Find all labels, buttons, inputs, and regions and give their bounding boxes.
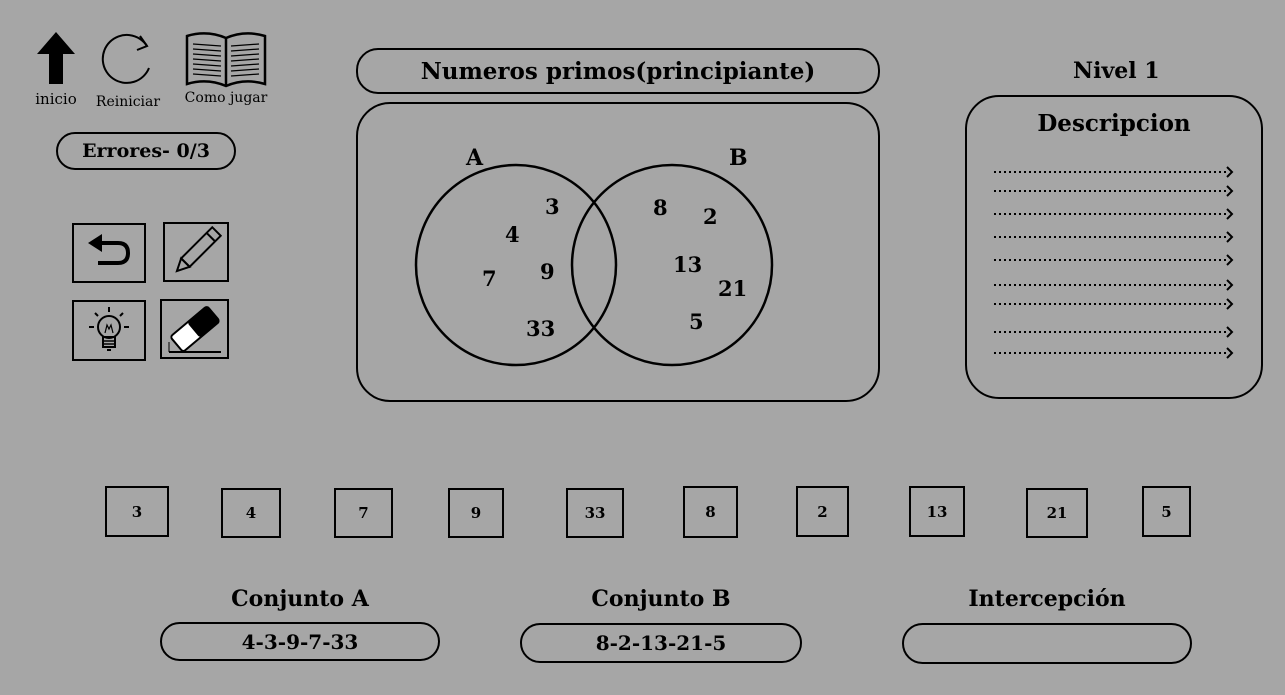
intersection-label: Intercepción xyxy=(968,586,1126,612)
undo-icon xyxy=(88,234,131,265)
number-tile[interactable]: 21 xyxy=(1026,488,1088,538)
venn-circle-b xyxy=(570,163,774,367)
venn-b-5: 5 xyxy=(689,309,704,334)
venn-a-9: 9 xyxy=(540,259,555,284)
howto-label: Como jugar xyxy=(184,90,268,106)
open-book-icon xyxy=(185,32,267,88)
errors-label: Errores- 0/3 xyxy=(82,140,210,162)
up-arrow-icon xyxy=(37,32,75,84)
venn-b-2: 2 xyxy=(703,204,718,229)
lightbulb-icon xyxy=(89,306,129,351)
venn-b-8: 8 xyxy=(653,195,668,220)
venn-a-4: 4 xyxy=(505,222,520,247)
number-tile[interactable]: 5 xyxy=(1142,486,1191,537)
intersection-field[interactable] xyxy=(902,623,1192,664)
set-a-field[interactable]: 4-3-9-7-33 xyxy=(160,622,440,661)
set-b-field[interactable]: 8-2-13-21-5 xyxy=(520,623,802,663)
set-b-value: 8-2-13-21-5 xyxy=(595,631,727,655)
number-tile[interactable]: 4 xyxy=(221,488,281,538)
set-b-label: Conjunto B xyxy=(591,586,731,612)
eraser-icon xyxy=(168,306,221,353)
venn-b-21: 21 xyxy=(718,276,748,301)
venn-b-13: 13 xyxy=(673,252,703,277)
hint-button[interactable] xyxy=(72,300,146,361)
home-label: inicio xyxy=(35,90,77,108)
number-tile[interactable]: 7 xyxy=(334,488,393,538)
venn-a-33: 33 xyxy=(526,316,556,341)
number-tile[interactable]: 13 xyxy=(909,486,965,537)
venn-circle-a xyxy=(414,163,618,367)
page-title: Numeros primos(principiante) xyxy=(356,48,880,94)
venn-diagram xyxy=(414,163,774,367)
howto-button[interactable]: Como jugar xyxy=(177,30,275,106)
description-lines xyxy=(994,166,1234,359)
restart-label: Reiniciar xyxy=(95,94,161,110)
errors-counter: Errores- 0/3 xyxy=(56,132,236,170)
number-tile[interactable]: 8 xyxy=(683,486,738,538)
number-tile[interactable]: 2 xyxy=(796,486,849,537)
pencil-button[interactable] xyxy=(163,222,229,282)
venn-label-b: B xyxy=(729,145,748,171)
set-a-value: 4-3-9-7-33 xyxy=(241,629,359,654)
home-button[interactable]: inicio xyxy=(27,30,85,108)
restart-button[interactable]: Reiniciar xyxy=(89,30,167,110)
page-title-text: Numeros primos(principiante) xyxy=(420,57,816,85)
description-title: Descripcion xyxy=(1037,110,1191,137)
undo-button[interactable] xyxy=(72,223,146,283)
pencil-icon xyxy=(175,225,222,273)
number-tile[interactable]: 33 xyxy=(566,488,624,538)
venn-a-7: 7 xyxy=(482,266,497,291)
venn-panel xyxy=(356,102,880,402)
number-tile[interactable]: 3 xyxy=(105,486,169,537)
venn-label-a: A xyxy=(466,145,484,171)
description-panel xyxy=(965,95,1263,399)
level-label: Nivel 1 xyxy=(1073,58,1160,84)
number-tile[interactable]: 9 xyxy=(448,488,504,538)
refresh-icon xyxy=(101,33,150,84)
venn-a-3: 3 xyxy=(545,194,560,219)
set-a-label: Conjunto A xyxy=(231,586,369,612)
eraser-button[interactable] xyxy=(160,299,229,359)
